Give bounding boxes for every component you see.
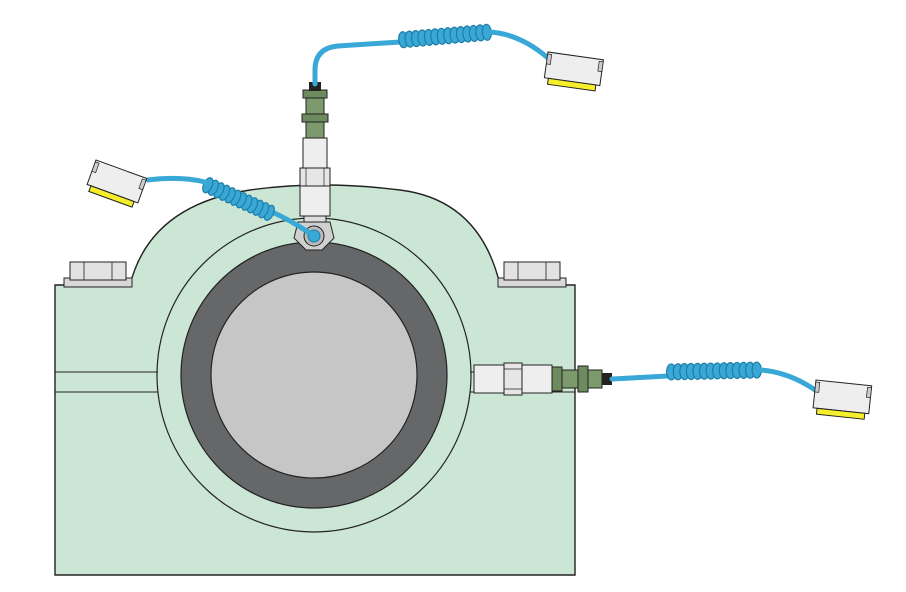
- cable-left-lead: [269, 209, 311, 235]
- cable-left-tail: [145, 175, 208, 185]
- cable-top-lead: [312, 39, 403, 87]
- cable-right-coil: [666, 361, 762, 381]
- sensor-right: [473, 362, 553, 396]
- connector-plug-right: [812, 379, 873, 420]
- cables-group: [145, 23, 821, 395]
- connector-green-right: [551, 365, 612, 393]
- cable-top-tail: [487, 29, 551, 61]
- shaft: [210, 271, 418, 479]
- bolt-right: [497, 261, 567, 288]
- cable-top-coil: [398, 23, 492, 49]
- cable-left-coil: [202, 177, 275, 221]
- connector-green-top: [301, 82, 329, 139]
- bolt-left: [63, 261, 133, 288]
- connector-plug-top: [543, 51, 605, 92]
- connector-plug-left: [86, 159, 148, 208]
- cable-right-tail: [757, 367, 821, 395]
- sensor-top: [299, 137, 331, 223]
- cable-right-lead: [609, 373, 671, 382]
